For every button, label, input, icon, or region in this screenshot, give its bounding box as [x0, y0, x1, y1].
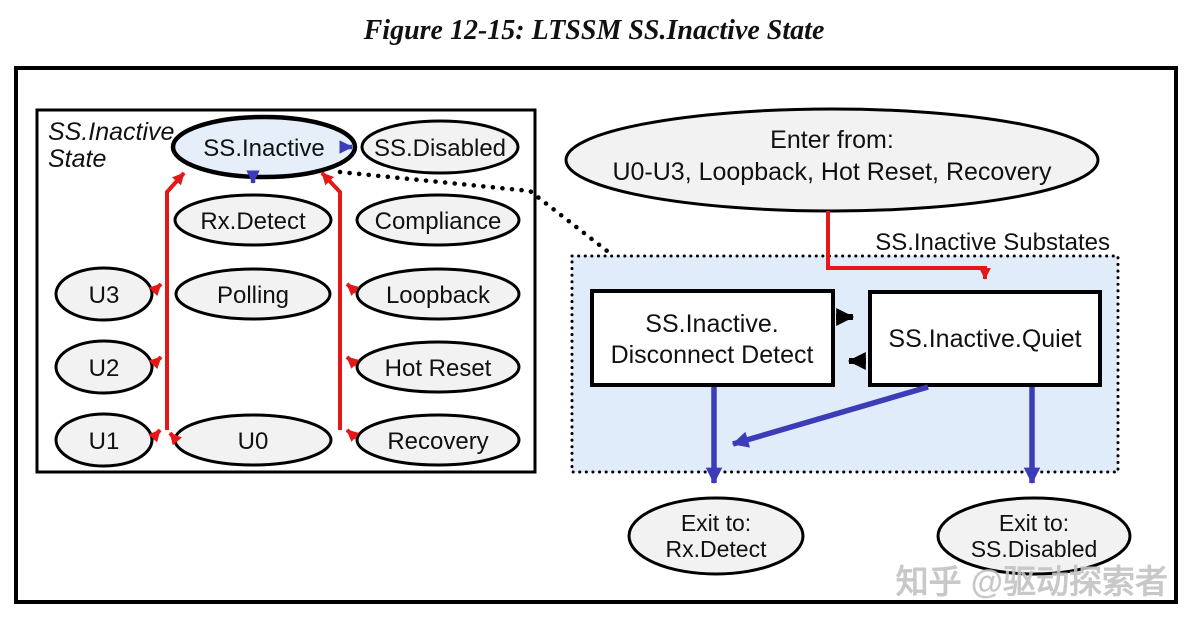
red-arrow-recovery — [345, 428, 360, 442]
state-polling: Polling — [174, 267, 332, 321]
panel-label-line1: SS.Inactive — [48, 118, 174, 146]
red-entry-arrows — [148, 171, 360, 446]
watermark: 知乎 @驱动探索者 — [896, 563, 1168, 600]
red-arrow-u0 — [168, 431, 182, 446]
red-trunk-right — [320, 171, 342, 430]
substate-quiet-box: SS.Inactive.Quiet — [868, 290, 1102, 387]
state-u0: U0 — [173, 413, 333, 467]
svg-text:Exit to:: Exit to: — [681, 510, 751, 536]
red-trunk-left — [165, 171, 186, 430]
svg-text:SS.Inactive.: SS.Inactive. — [645, 310, 778, 338]
state-compliance: Compliance — [355, 193, 521, 247]
svg-text:Compliance: Compliance — [375, 208, 502, 235]
enter-from-ellipse: Enter from: U0-U3, Loopback, Hot Reset, … — [564, 107, 1100, 213]
red-arrow-u3 — [148, 282, 163, 297]
svg-text:Disconnect Detect: Disconnect Detect — [611, 341, 814, 369]
svg-text:Polling: Polling — [217, 282, 289, 309]
red-arrow-u1 — [148, 428, 162, 443]
state-u3: U3 — [54, 266, 154, 322]
svg-text:Enter from:: Enter from: — [770, 126, 894, 154]
panel-label-line2: State — [48, 145, 106, 173]
state-loopback: Loopback — [355, 267, 521, 321]
state-ss-disabled: SS.Disabled — [360, 119, 520, 175]
svg-text:U0: U0 — [238, 428, 269, 455]
svg-text:SS.Inactive.Quiet: SS.Inactive.Quiet — [888, 325, 1081, 353]
svg-text:Rx.Detect: Rx.Detect — [666, 536, 768, 562]
blue-arrow-quiet-to-disconnect-exit — [731, 384, 929, 448]
svg-text:U1: U1 — [89, 428, 120, 455]
substates-region-label: SS.Inactive Substates — [875, 229, 1110, 256]
substate-zoom-connector — [337, 169, 614, 257]
red-arrow-u2 — [148, 355, 163, 370]
exit-to-rx-detect-ellipse: Exit to: Rx.Detect — [627, 496, 805, 576]
svg-text:SS.Disabled: SS.Disabled — [971, 536, 1098, 562]
svg-text:Loopback: Loopback — [386, 282, 491, 309]
blue-exit-arrows-substates — [705, 384, 1041, 485]
red-arrow-hot-reset — [345, 355, 360, 369]
svg-text:Hot Reset: Hot Reset — [385, 355, 492, 382]
state-hot-reset: Hot Reset — [355, 340, 521, 394]
state-rx-detect: Rx.Detect — [173, 193, 333, 247]
state-u2: U2 — [54, 339, 154, 395]
svg-text:U0-U3, Loopback, Hot Reset, Re: U0-U3, Loopback, Hot Reset, Recovery — [612, 158, 1052, 186]
svg-text:U2: U2 — [89, 355, 120, 382]
figure-title: Figure 12-15: LTSSM SS.Inactive State — [363, 15, 825, 46]
svg-text:Recovery: Recovery — [387, 428, 488, 455]
svg-text:U3: U3 — [89, 282, 120, 309]
state-recovery: Recovery — [355, 413, 521, 467]
exit-to-ss-disabled-ellipse: Exit to: SS.Disabled — [936, 496, 1132, 576]
svg-text:SS.Disabled: SS.Disabled — [374, 135, 506, 162]
svg-text:SS.Inactive: SS.Inactive — [203, 135, 324, 162]
black-transition-arrows — [836, 308, 866, 370]
svg-text:Exit to:: Exit to: — [999, 510, 1069, 536]
state-u1: U1 — [54, 412, 154, 468]
red-arrow-loopback — [345, 282, 360, 296]
svg-text:Rx.Detect: Rx.Detect — [200, 208, 306, 235]
enter-red-arrow — [826, 211, 991, 280]
substate-disconnect-detect-box: SS.Inactive. Disconnect Detect — [590, 289, 835, 387]
state-ss-inactive: SS.Inactive — [170, 114, 358, 180]
blue-exit-arrows-left — [246, 140, 353, 184]
